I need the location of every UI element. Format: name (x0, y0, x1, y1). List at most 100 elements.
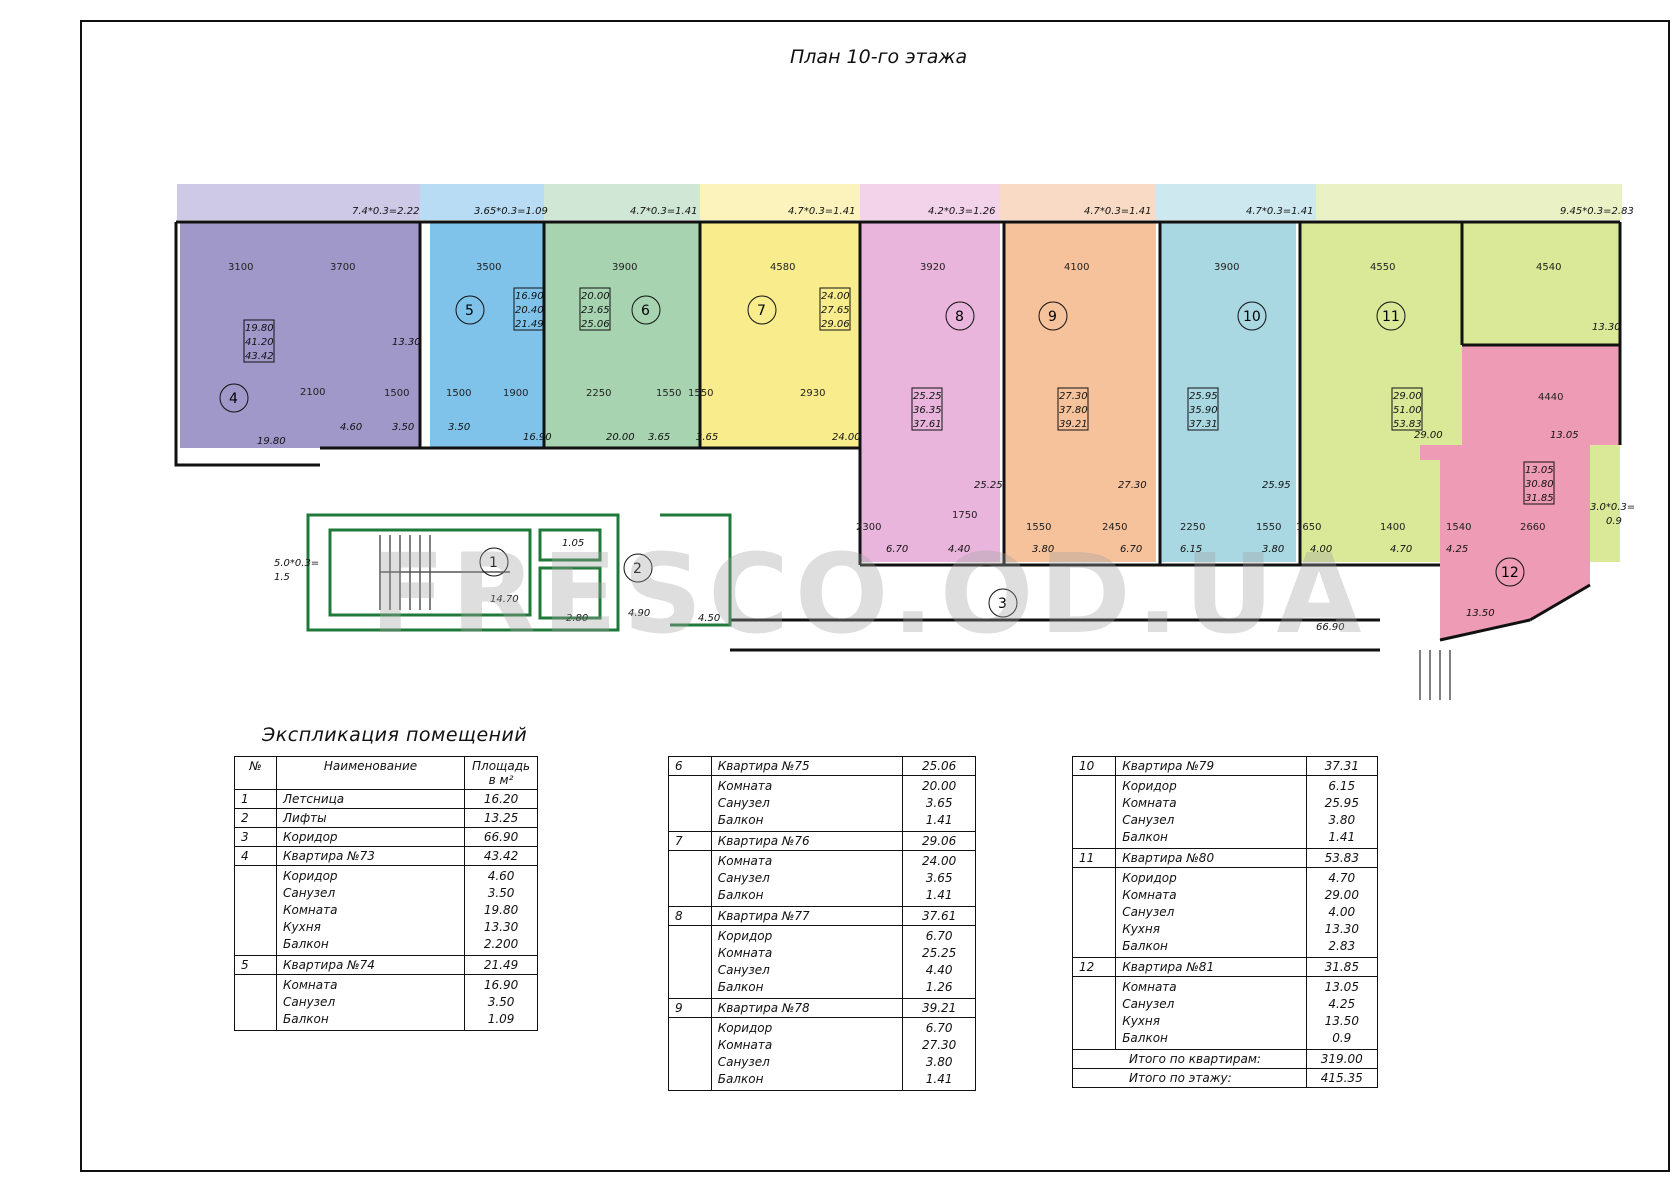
svg-text:3500: 3500 (476, 262, 501, 273)
balcony-labels: 7.4*0.3=2.22 3.65*0.3=1.09 4.7*0.3=1.41 … (274, 206, 1635, 583)
svg-text:2930: 2930 (800, 388, 825, 399)
svg-text:4.40: 4.40 (948, 544, 970, 555)
svg-text:4550: 4550 (1370, 262, 1395, 273)
svg-text:36.35: 36.35 (913, 405, 942, 416)
svg-text:41.20: 41.20 (245, 337, 274, 348)
svg-text:24.00: 24.00 (821, 291, 850, 302)
svg-text:3.80: 3.80 (1032, 544, 1054, 555)
svg-text:66.90: 66.90 (1316, 622, 1345, 633)
apartment-fills (180, 222, 1620, 640)
explication-title: Экспликация помещений (262, 724, 528, 746)
svg-text:2660: 2660 (1520, 522, 1545, 533)
svg-text:13.50: 13.50 (1466, 608, 1495, 619)
svg-text:3.65*0.3=1.09: 3.65*0.3=1.09 (474, 206, 548, 217)
svg-text:25.25: 25.25 (974, 480, 1003, 491)
common-2-number: 2 (633, 561, 642, 577)
svg-text:30.80: 30.80 (1525, 479, 1554, 490)
svg-text:3100: 3100 (228, 262, 253, 273)
apt11-number: 11 (1382, 309, 1400, 325)
svg-text:7.4*0.3=2.22: 7.4*0.3=2.22 (352, 206, 419, 217)
svg-text:6.15: 6.15 (1180, 544, 1202, 555)
svg-text:3.65: 3.65 (648, 432, 670, 443)
watermark: FRESCO.OD.UA (370, 530, 1368, 658)
apt10-number: 10 (1243, 309, 1261, 325)
svg-text:29.00: 29.00 (1393, 391, 1422, 402)
svg-text:1900: 1900 (503, 388, 528, 399)
svg-text:3.65: 3.65 (696, 432, 718, 443)
header-area: Площадь в м² (464, 756, 538, 790)
svg-text:3.0*0.3=: 3.0*0.3= (1590, 502, 1635, 513)
apt10-fill (1160, 222, 1296, 562)
plan-title: План 10-го этажа (790, 46, 968, 68)
balcony-strip (177, 184, 1622, 220)
total-floor-row: Итого по этажу:415.35 (1072, 1068, 1379, 1088)
apt7-number: 7 (757, 303, 766, 319)
svg-text:4440: 4440 (1538, 392, 1563, 403)
svg-text:1540: 1540 (1446, 522, 1471, 533)
apt7-fill (700, 222, 860, 448)
svg-text:31.85: 31.85 (1525, 493, 1554, 504)
svg-text:35.90: 35.90 (1189, 405, 1218, 416)
svg-text:27.30: 27.30 (1118, 480, 1147, 491)
svg-text:3700: 3700 (330, 262, 355, 273)
apt9-number: 9 (1048, 309, 1057, 325)
floor-plan: 4 5 6 7 8 9 10 11 12 1 2 3 19.80 41.20 4… (174, 184, 1635, 700)
svg-text:4.70: 4.70 (1390, 544, 1412, 555)
svg-text:37.61: 37.61 (913, 419, 942, 430)
svg-text:29.06: 29.06 (821, 319, 850, 330)
svg-text:13.05: 13.05 (1550, 430, 1579, 441)
svg-text:4540: 4540 (1536, 262, 1561, 273)
svg-text:2450: 2450 (1102, 522, 1127, 533)
svg-text:1500: 1500 (384, 388, 409, 399)
apt6-fill (544, 222, 700, 448)
svg-text:29.00: 29.00 (1414, 430, 1443, 441)
svg-text:3.80: 3.80 (1262, 544, 1284, 555)
svg-text:20.00: 20.00 (606, 432, 635, 443)
svg-text:2250: 2250 (586, 388, 611, 399)
apt9-fill (1004, 222, 1156, 562)
svg-text:43.42: 43.42 (245, 351, 274, 362)
svg-text:51.00: 51.00 (1393, 405, 1422, 416)
svg-text:27.65: 27.65 (821, 305, 850, 316)
header-name: Наименование (275, 756, 466, 790)
walls (174, 220, 1622, 652)
svg-text:16.90: 16.90 (515, 291, 544, 302)
svg-text:6.70: 6.70 (886, 544, 908, 555)
svg-text:19.80: 19.80 (245, 323, 274, 334)
svg-text:21.49: 21.49 (515, 319, 544, 330)
svg-text:37.80: 37.80 (1059, 405, 1088, 416)
svg-text:4.00: 4.00 (1310, 544, 1332, 555)
apt12-number: 12 (1501, 565, 1519, 581)
svg-text:4.7*0.3=1.41: 4.7*0.3=1.41 (788, 206, 855, 217)
svg-text:13.05: 13.05 (1525, 465, 1554, 476)
svg-text:1550: 1550 (1026, 522, 1051, 533)
svg-text:1650: 1650 (1296, 522, 1321, 533)
svg-text:13.30: 13.30 (392, 337, 421, 348)
svg-text:24.00: 24.00 (832, 432, 861, 443)
svg-text:4.2*0.3=1.26: 4.2*0.3=1.26 (928, 206, 995, 217)
apartment-labels: 4 5 6 7 8 9 10 11 12 1 2 3 (219, 295, 1525, 618)
svg-text:1400: 1400 (1380, 522, 1405, 533)
apt12-fill (1420, 345, 1620, 640)
apt6-number: 6 (641, 303, 650, 319)
apt5-number: 5 (465, 303, 474, 319)
svg-text:4.7*0.3=1.41: 4.7*0.3=1.41 (1084, 206, 1151, 217)
svg-text:53.83: 53.83 (1393, 419, 1422, 430)
